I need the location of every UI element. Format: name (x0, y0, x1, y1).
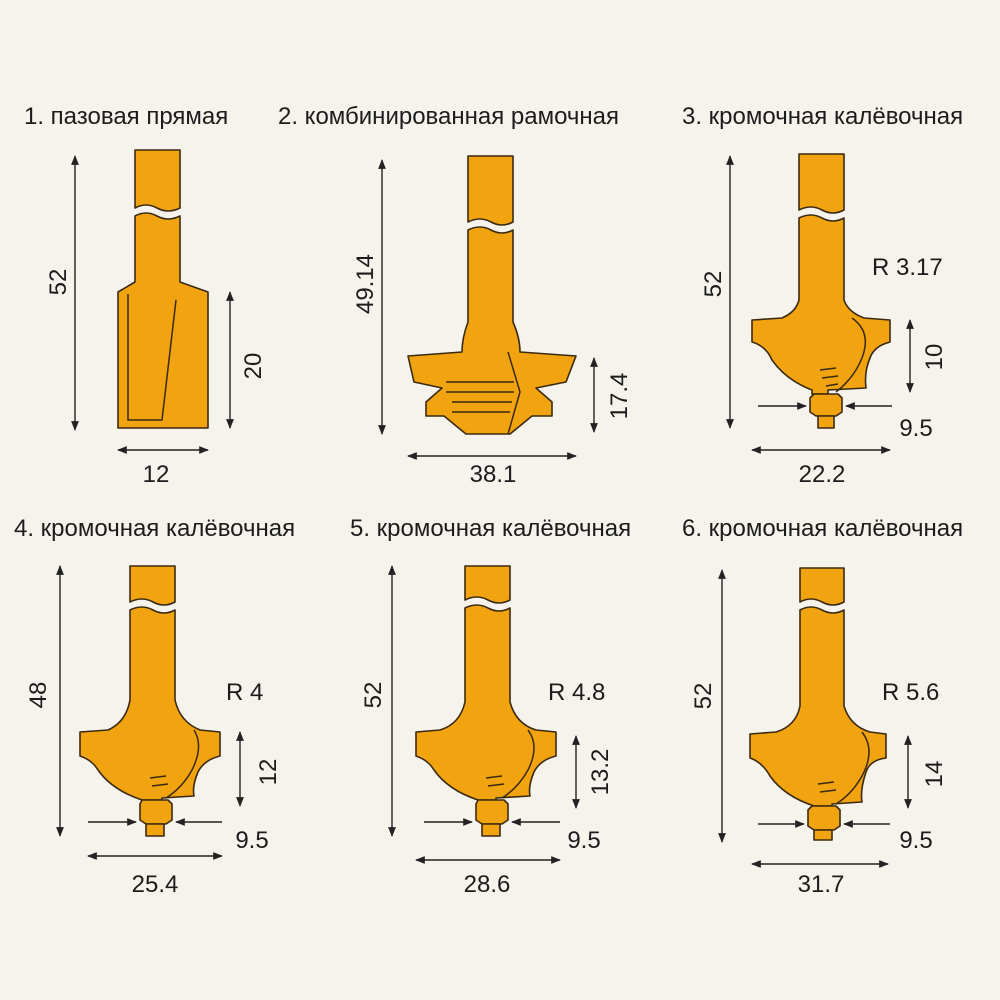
bit-3: 3. кромочная калёвочная 52 R 3.17 10 9.5… (682, 103, 963, 488)
bit-5-bearing-label: 9.5 (567, 827, 600, 854)
bit-1-height-label: 52 (45, 269, 72, 296)
bit-3-radius-label: R 3.17 (872, 254, 943, 281)
bit-2-diameter-label: 38.1 (470, 461, 517, 488)
bit-2-cut-height-label: 17.4 (606, 373, 633, 420)
bit-6-height-label: 52 (690, 683, 717, 710)
bit-3-cut-height-label: 10 (921, 344, 948, 371)
bit-3-diameter-label: 22.2 (799, 461, 846, 488)
bit-2-height-label: 49.14 (352, 254, 379, 314)
bit-3-drawing (751, 153, 891, 429)
bit-4: 4. кромочная калёвочная 48 R 4 12 9.5 25… (14, 515, 295, 898)
bit-6-radius-label: R 5.6 (882, 679, 939, 706)
bit-2: 2. комбинированная рамочная 49.14 17.4 3… (278, 103, 633, 488)
bit-6-bearing-label: 9.5 (899, 827, 932, 854)
bit-1: 1. пазовая прямая 52 20 12 (24, 103, 267, 488)
bit-5-drawing (415, 565, 557, 837)
bit-5: 5. кромочная калёвочная 52 R 4.8 13.2 9.… (350, 515, 631, 898)
bit-4-drawing (79, 565, 221, 837)
bit-5-title: 5. кромочная калёвочная (350, 515, 631, 542)
bit-5-radius-label: R 4.8 (548, 679, 605, 706)
bit-1-drawing (117, 149, 209, 429)
bit-4-radius-label: R 4 (226, 679, 263, 706)
bit-3-height-label: 52 (700, 271, 727, 298)
bit-5-diameter-label: 28.6 (464, 871, 511, 898)
bit-4-diameter-label: 25.4 (132, 871, 179, 898)
bit-4-height-label: 48 (25, 682, 52, 709)
bit-4-cut-height-label: 12 (255, 759, 282, 786)
bit-5-height-label: 52 (360, 682, 387, 709)
bit-3-bearing-label: 9.5 (899, 415, 932, 442)
bit-2-drawing (407, 155, 577, 435)
bit-4-bearing-label: 9.5 (235, 827, 268, 854)
bit-6-diameter-label: 31.7 (798, 871, 845, 898)
bit-6-title: 6. кромочная калёвочная (682, 515, 963, 542)
bit-5-cut-height-label: 13.2 (587, 749, 614, 796)
bit-1-title: 1. пазовая прямая (24, 103, 228, 130)
bit-4-title: 4. кромочная калёвочная (14, 515, 295, 542)
bit-3-title: 3. кромочная калёвочная (682, 103, 963, 130)
bit-1-cut-height-label: 20 (240, 353, 267, 380)
bit-6-drawing (749, 567, 887, 841)
bit-6-cut-height-label: 14 (921, 761, 948, 788)
bit-6: 6. кромочная калёвочная 52 R 5.6 14 9.5 … (682, 515, 963, 898)
bit-2-title: 2. комбинированная рамочная (278, 103, 619, 130)
bit-1-diameter-label: 12 (143, 461, 170, 488)
